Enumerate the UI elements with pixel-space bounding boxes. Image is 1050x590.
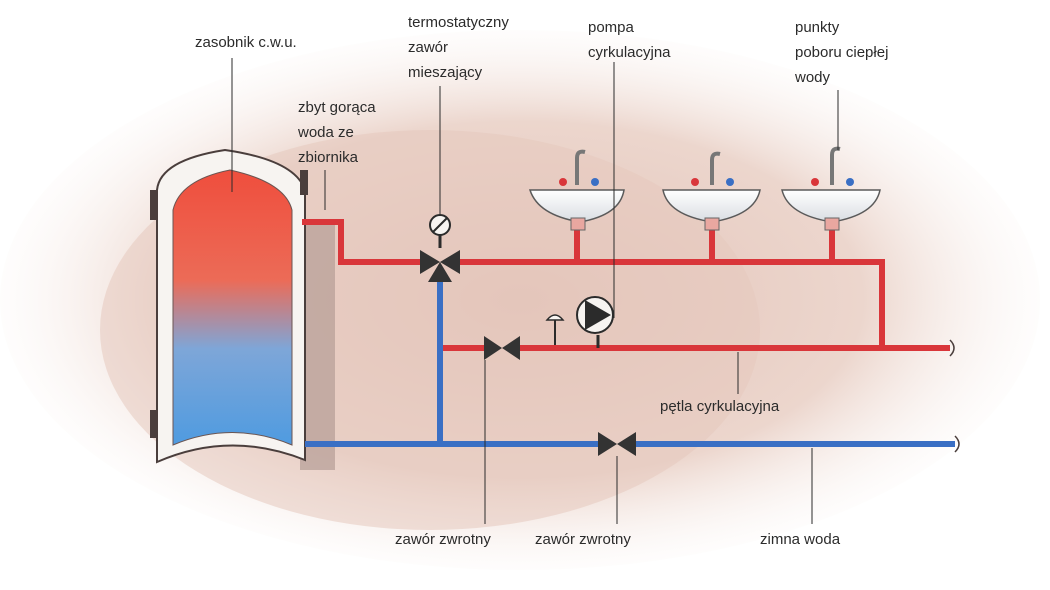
label-outlets-line-3: wody bbox=[795, 69, 831, 86]
label-check-valve-1-line: zawór zwrotny bbox=[395, 531, 491, 548]
label-circ-pump-line-2: cyrkulacyjna bbox=[588, 44, 671, 61]
label-check-valve-1: zawór zwrotny bbox=[395, 527, 491, 552]
label-circ-pump: pompa cyrkulacyjna bbox=[588, 15, 671, 65]
label-hot-water-line-1: zbyt gorąca bbox=[298, 99, 376, 116]
temperature-sensor bbox=[545, 314, 565, 345]
label-check-valve-2-line: zawór zwrotny bbox=[535, 531, 631, 548]
label-hot-water: zbyt gorąca woda ze zbiornika bbox=[298, 95, 376, 170]
label-circ-loop: pętla cyrkulacyjna bbox=[660, 394, 779, 419]
label-mixing-valve-line-3: mieszający bbox=[408, 64, 483, 81]
leader-lines bbox=[231, 58, 839, 524]
check-valve-cold bbox=[598, 432, 636, 456]
label-circ-loop-line: pętla cyrkulacyjna bbox=[660, 398, 780, 415]
label-mixing-valve-line-1: termostatyczny bbox=[408, 14, 509, 31]
circulation-loop-pipe bbox=[440, 339, 955, 357]
label-cold-water: zimna woda bbox=[760, 527, 840, 552]
label-tank-line: zasobnik c.w.u. bbox=[195, 34, 297, 51]
hot-supply-pipe bbox=[302, 219, 885, 351]
label-outlets-line-1: punkty bbox=[795, 19, 840, 36]
label-check-valve-2: zawór zwrotny bbox=[535, 527, 631, 552]
label-mixing-valve-line-2: zawór bbox=[408, 39, 449, 56]
tank-shadow bbox=[300, 225, 335, 470]
label-cold-water-line: zimna woda bbox=[760, 531, 841, 548]
label-outlets: punkty poboru ciepłej wody bbox=[795, 15, 888, 90]
label-hot-water-line-3: zbiornika bbox=[298, 149, 359, 166]
hot-water-tank bbox=[150, 148, 308, 464]
check-valve-loop bbox=[484, 336, 520, 360]
circulation-pump bbox=[576, 296, 614, 348]
label-tank: zasobnik c.w.u. bbox=[195, 30, 297, 55]
thermostatic-mixing-valve bbox=[420, 214, 460, 282]
label-mixing-valve: termostatyczny zawór mieszający bbox=[408, 10, 509, 85]
sink-1 bbox=[528, 149, 625, 231]
label-hot-water-line-2: woda ze bbox=[298, 124, 354, 141]
cold-water-pipe bbox=[305, 282, 960, 453]
label-outlets-line-2: poboru ciepłej bbox=[795, 44, 889, 61]
label-circ-pump-line-1: pompa bbox=[588, 19, 634, 36]
sink-2 bbox=[662, 151, 761, 231]
